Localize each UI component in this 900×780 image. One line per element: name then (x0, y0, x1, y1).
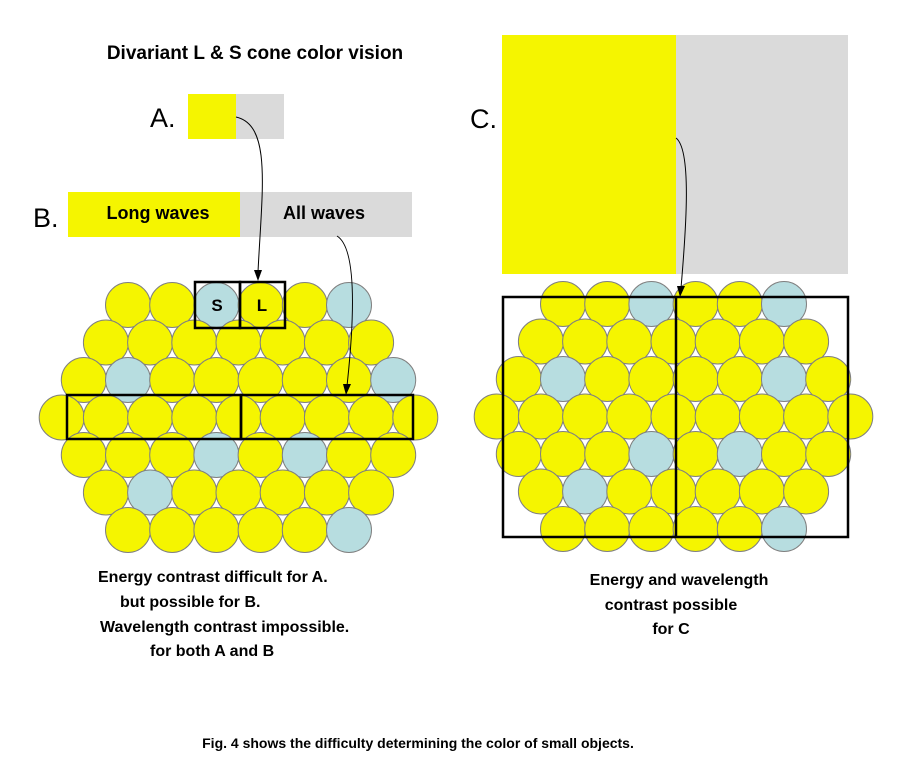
l-cone (237, 507, 284, 553)
right-caption-line: contrast possible (605, 597, 738, 614)
l-cone (783, 318, 830, 365)
left-caption-line: for both A and B (150, 643, 274, 660)
figure-caption: Fig. 4 shows the difficulty determining … (202, 735, 634, 751)
l-cone (105, 507, 151, 553)
l-cone-frame (238, 280, 287, 330)
l-cone (584, 506, 631, 552)
left-caption-line: Energy contrast difficult for A. (98, 569, 328, 586)
arrow-b-head (343, 384, 351, 395)
l-cone (348, 319, 395, 366)
arrow-c-to-border (675, 137, 687, 289)
all-waves-row-frame (239, 393, 415, 441)
s-cone-label: S (211, 296, 222, 315)
panel-c-label: C. (470, 104, 497, 134)
s-cone (761, 506, 807, 552)
s-cone (326, 282, 372, 328)
panel-b-label: B. (33, 203, 59, 233)
panel-b-all-waves-band (240, 192, 412, 237)
left-caption-line: but possible for B. (120, 594, 260, 611)
l-cone (149, 507, 196, 553)
l-cone (827, 393, 874, 440)
s-cone (370, 357, 417, 403)
l-cone (281, 507, 328, 553)
right-caption: Energy and wavelength contrast possible … (590, 572, 769, 638)
l-cone (348, 469, 395, 516)
panel-a-gray-patch (236, 94, 284, 139)
l-cone (370, 432, 417, 478)
right-caption-line: for C (652, 621, 690, 638)
panel-a-label: A. (150, 103, 176, 133)
arrow-a-head (254, 270, 262, 281)
arrow-c-head (677, 286, 685, 297)
long-waves-label: Long waves (106, 203, 209, 223)
arrow-a-to-l-cone (235, 116, 263, 273)
panel-c-gray-field (676, 35, 848, 274)
panel-b-long-waves-band (68, 192, 240, 237)
l-cone (783, 468, 830, 515)
l-cone (672, 506, 719, 552)
l-cone (628, 506, 675, 552)
all-waves-label: All waves (283, 203, 365, 223)
l-cone-label: L (257, 296, 267, 315)
left-cone-mosaic (38, 282, 439, 553)
l-cone (193, 507, 240, 553)
l-cone (716, 506, 763, 552)
right-caption-line: Energy and wavelength (590, 572, 769, 589)
s-cone (326, 507, 372, 553)
left-caption: Energy contrast difficult for A. but pos… (98, 569, 349, 660)
panel-a-yellow-patch (188, 94, 236, 139)
right-cone-mosaic (473, 281, 874, 552)
panel-c-yellow-field (502, 35, 676, 274)
l-cone (805, 356, 852, 402)
l-cone (540, 506, 586, 552)
diagram-title: Divariant L & S cone color vision (107, 43, 403, 64)
l-cone (805, 431, 852, 477)
arrow-b-to-row (336, 235, 353, 387)
s-cone (761, 281, 807, 327)
l-cone (392, 394, 439, 441)
left-caption-line: Wavelength contrast impossible. (100, 619, 349, 636)
